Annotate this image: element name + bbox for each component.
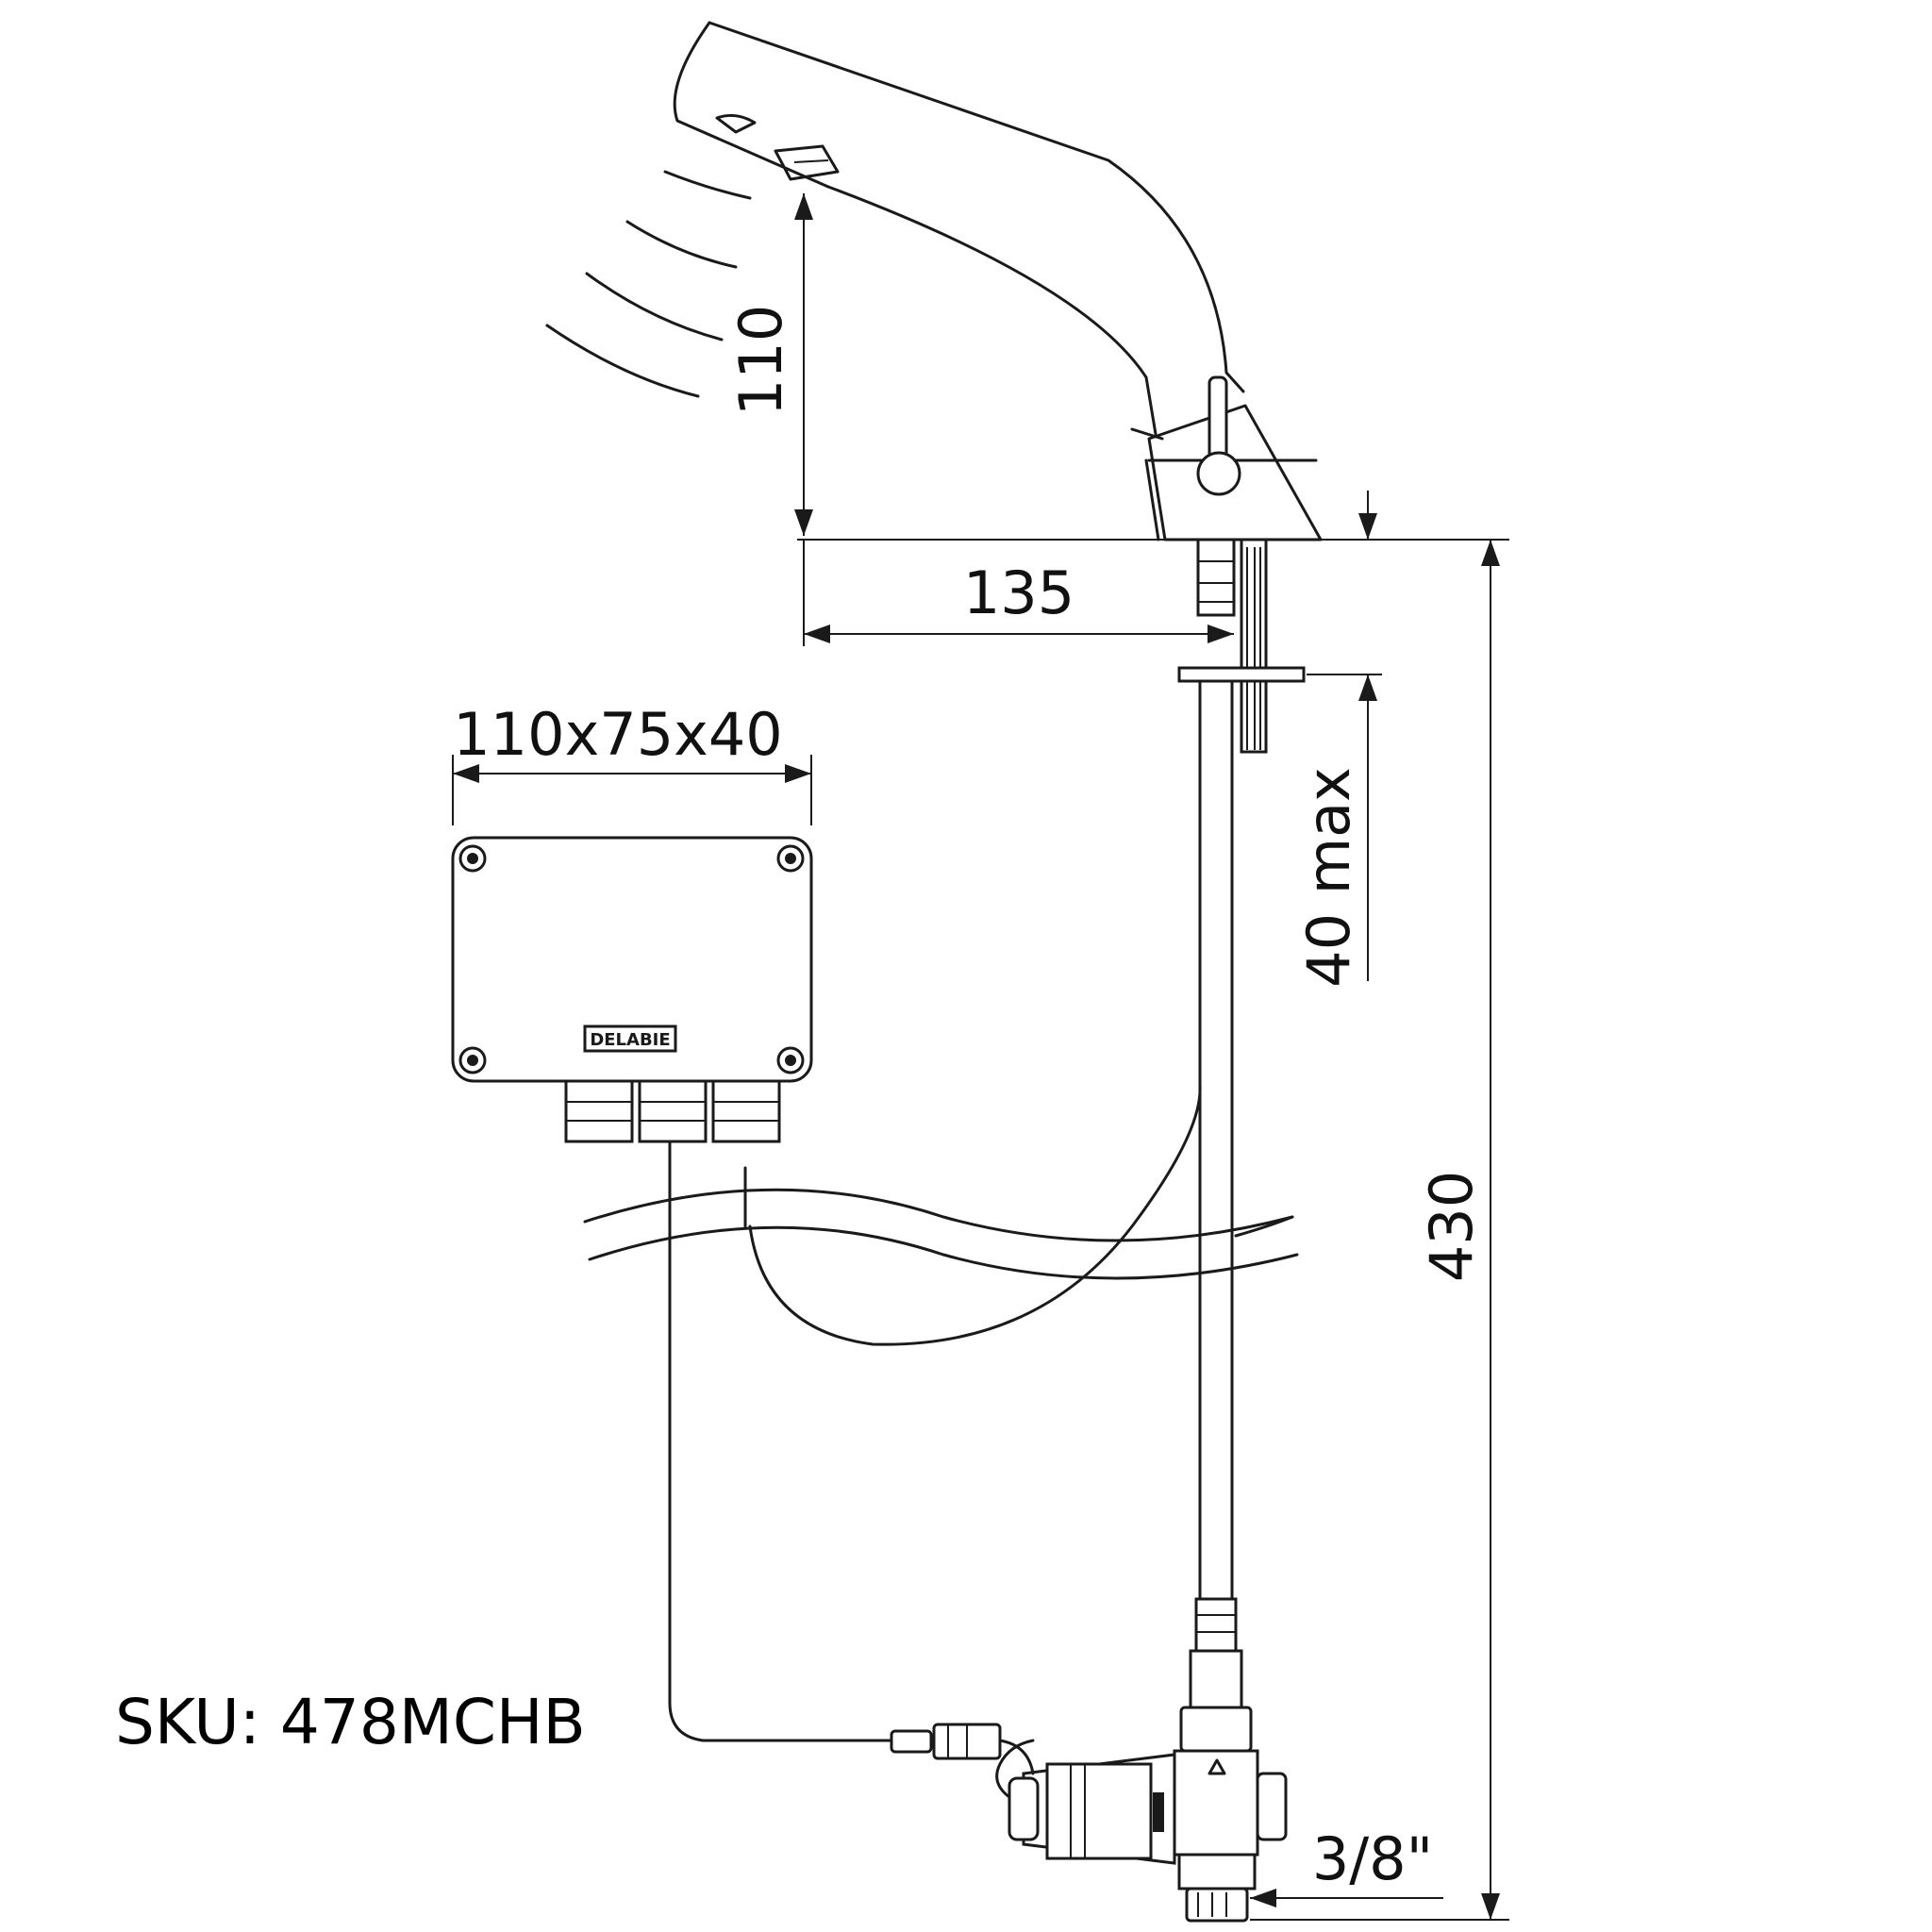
sensor-waves bbox=[545, 170, 752, 398]
solenoid-valve bbox=[995, 1706, 1288, 1923]
mounting-shank bbox=[1177, 538, 1306, 754]
dimension-lines bbox=[452, 193, 1509, 1921]
cable-glands bbox=[564, 1079, 781, 1143]
control-box: DELABIE bbox=[451, 836, 813, 1083]
dim-total-height: 430 bbox=[1417, 1171, 1486, 1282]
faucet-base bbox=[1144, 375, 1323, 541]
dim-box-size: 110x75x40 bbox=[453, 700, 783, 769]
dim-deck-thickness: 40 max bbox=[1294, 767, 1363, 988]
supply-tube bbox=[1189, 679, 1243, 1709]
wall-break-lines bbox=[583, 1188, 1299, 1280]
cables bbox=[668, 1083, 1202, 1742]
sku-label: SKU: 478MCHB bbox=[115, 1686, 586, 1758]
brand-logo: DELABIE bbox=[590, 1030, 670, 1050]
dim-spout-reach: 135 bbox=[963, 558, 1074, 627]
cable-connector bbox=[890, 1723, 1035, 1775]
faucet-spout bbox=[673, 21, 1245, 441]
dim-thread: 3/8" bbox=[1312, 1824, 1433, 1893]
dim-spout-height: 110 bbox=[726, 305, 795, 416]
